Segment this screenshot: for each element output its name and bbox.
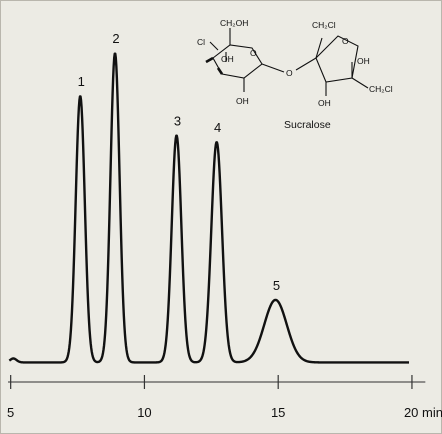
peak-label: 4 <box>214 120 221 135</box>
peak-label: 1 <box>78 74 85 89</box>
sucralose-labels: CH₂OH Cl OH O OH O CH₂Cl O OH CH₂Cl OH S… <box>197 18 393 131</box>
atom-label-oh: OH <box>236 96 249 106</box>
atom-label-oh: OH <box>318 98 331 108</box>
chromatogram-trace <box>8 52 410 364</box>
x-tick-label: 15 <box>271 405 285 420</box>
atom-label-oh: OH <box>357 56 370 66</box>
atom-label-ch2cl: CH₂Cl <box>369 84 393 94</box>
atom-label-ch2cl: CH₂Cl <box>312 20 336 30</box>
atom-label-o: O <box>250 48 257 58</box>
x-axis-ticks: 5 10 15 20 min <box>7 375 442 420</box>
x-tick-label: 10 <box>137 405 151 420</box>
atom-label-o: O <box>286 68 293 78</box>
peak-label: 5 <box>273 278 280 293</box>
x-tick-label: 20 min <box>404 405 442 420</box>
atom-label-cl: Cl <box>197 37 205 47</box>
peak-labels: 1 2 3 4 5 <box>78 31 281 293</box>
atom-label-oh: OH <box>221 54 234 64</box>
peak-label: 2 <box>112 31 119 46</box>
x-tick-label: 5 <box>7 405 14 420</box>
inset-caption: Sucralose <box>284 119 331 131</box>
peak-label: 3 <box>174 113 181 128</box>
atom-label-o: O <box>342 36 349 46</box>
atom-label-ch2oh: CH₂OH <box>220 18 248 28</box>
sucralose-structure <box>205 28 369 96</box>
